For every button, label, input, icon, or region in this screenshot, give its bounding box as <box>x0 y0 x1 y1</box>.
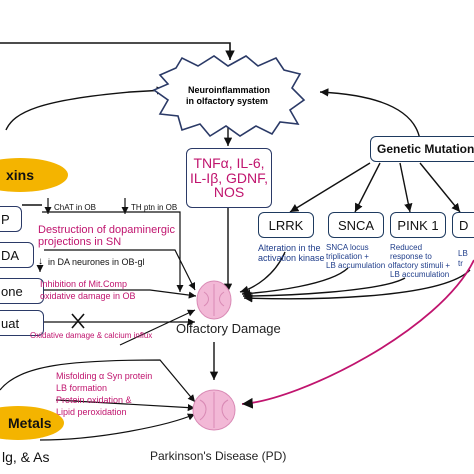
snca-effect-2: triplication + <box>326 252 369 261</box>
metals-label: Metals <box>8 415 52 431</box>
olfactory-damage-label: Olfactory Damage <box>176 321 281 336</box>
th-effect: TH ptn in OB <box>131 203 178 212</box>
toxin-1-label: P <box>1 211 10 227</box>
toxin-2-label: DA <box>1 247 20 263</box>
inhibition-effect: Inhibition of Mit.Comp <box>40 279 128 289</box>
lrrk-effect-1: Alteration in the <box>258 243 321 253</box>
toxins-pill: xins <box>0 158 68 192</box>
toxin-box-1: P <box>0 206 22 232</box>
neuroinflammation-burst <box>152 55 306 138</box>
d-effect-2: tr <box>458 259 463 268</box>
olfactory-brain-icon <box>196 280 232 320</box>
genetic-mutation-box: Genetic Mutation <box>370 136 474 162</box>
toxin-box-4: uat <box>0 310 44 336</box>
pink-effect-1: Reduced <box>390 243 423 252</box>
metals-elements: lg, & As <box>2 449 50 465</box>
cytokine-line1: TNFα, IL-6, <box>193 154 265 171</box>
gene-d: D <box>452 212 474 238</box>
toxin-3-label: one <box>1 283 23 299</box>
oxidative-calcium-effect: Oxidative damage & calcium influx <box>30 331 153 340</box>
genetic-mutation-title: Genetic Mutation <box>377 142 474 156</box>
neuroinflammation-line2: in olfactory system <box>186 96 269 106</box>
gene-pink1-label: PINK 1 <box>397 217 439 233</box>
cytokine-line3: NOS <box>213 184 245 201</box>
metals-effect-2: LB formation <box>56 383 108 393</box>
neuroinflammation-line1: Neuroinflammation <box>188 85 271 95</box>
destruction-line1: Destruction of dopaminergic <box>38 224 175 236</box>
da-neurones-effect: in DA neurones in OB-gl <box>48 257 145 267</box>
d-effect-1: LB <box>458 249 468 258</box>
metals-effect-4: Lipid peroxidation <box>56 407 127 417</box>
toxin-box-3: one <box>0 278 44 304</box>
pd-brain-icon <box>192 389 236 431</box>
snca-effect-3: LB accumulation <box>326 261 386 270</box>
oxidative-ob-effect: oxidative damage in OB <box>40 291 136 301</box>
cytokine-line2: IL-Iβ, GDNF, <box>189 169 269 186</box>
parkinsons-label: Parkinson's Disease (PD) <box>150 449 287 463</box>
toxin-4-label: uat <box>1 315 20 331</box>
lrrk-effect-2: activation kinase <box>258 253 325 263</box>
pink-effect-2: response to <box>390 252 432 261</box>
metals-effect-1: Misfolding α Syn protein <box>56 371 153 381</box>
metals-pill: Metals <box>0 406 64 440</box>
da-down-arrow: ↓ <box>38 256 43 267</box>
destruction-line2: projections in SN <box>38 236 122 248</box>
gene-snca: SNCA <box>328 212 384 238</box>
toxin-box-2: DA <box>0 242 34 268</box>
pink-effect-3: olfactory stimuli + <box>388 261 451 270</box>
toxins-label: xins <box>6 167 35 183</box>
gene-pink1: PINK 1 <box>390 212 446 238</box>
chat-effect: ChAT in OB <box>54 203 96 212</box>
snca-effect-1: SNCA locus <box>326 243 369 252</box>
gene-lrrk-label: LRRK <box>268 217 304 233</box>
metals-effect-3: Protein oxidation & <box>56 395 132 405</box>
pink-effect-4: LB accumulation <box>390 270 450 279</box>
gene-snca-label: SNCA <box>337 217 375 233</box>
cytokine-box: TNFα, IL-6, IL-Iβ, GDNF, NOS <box>186 148 272 208</box>
gene-d-label: D <box>459 217 469 233</box>
gene-lrrk: LRRK <box>258 212 314 238</box>
